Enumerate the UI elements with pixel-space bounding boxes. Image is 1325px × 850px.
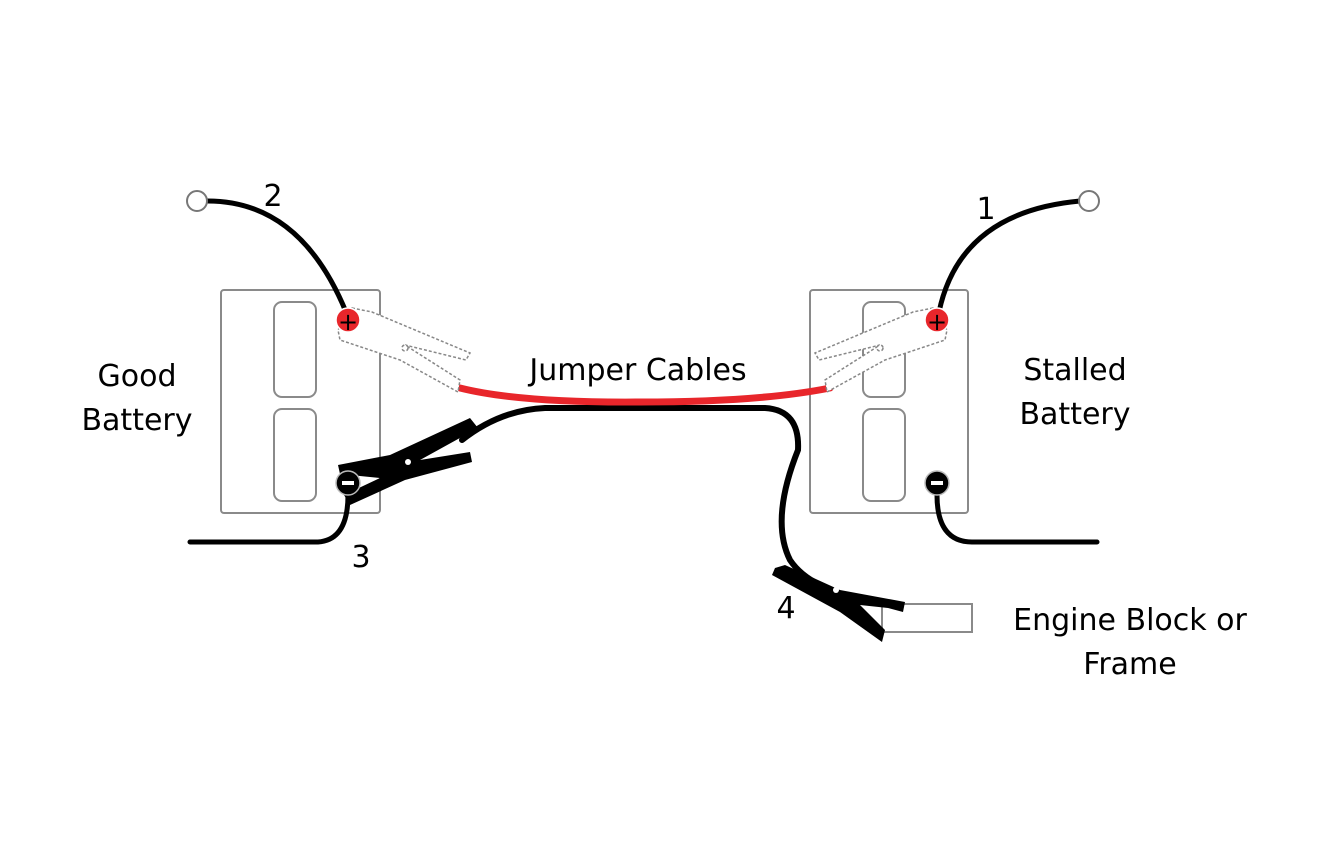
jumper-cables-label: Jumper Cables [527, 353, 746, 388]
engine-block-label-1: Engine Block or [1013, 603, 1247, 638]
good-battery-positive-terminal: + [335, 307, 361, 336]
engine-block [881, 603, 973, 633]
positive-symbol: + [338, 308, 358, 336]
step-2-label: 2 [263, 179, 282, 214]
stalled-battery-negative-terminal [924, 470, 950, 496]
step-1-label: 1 [976, 192, 995, 227]
good-battery-positive-lead [203, 198, 349, 315]
negative-clamp-engine-block [772, 565, 905, 642]
good-battery-label-2: Battery [81, 403, 192, 438]
good-battery-label-1: Good [98, 359, 177, 394]
good-battery-negative-terminal [335, 470, 361, 496]
positive-clamp-stalled-battery [813, 307, 948, 394]
stalled-battery-lead-end [1078, 190, 1100, 212]
stalled-battery-ground-lead [934, 492, 1100, 545]
engine-block-label-2: Frame [1083, 647, 1176, 682]
negative-clamp-good-battery [338, 418, 478, 505]
step-3-label: 3 [351, 540, 370, 575]
good-battery-lead-end [186, 190, 208, 212]
stalled-battery-positive-terminal: + [924, 307, 950, 336]
negative-symbol [931, 481, 943, 485]
positive-clamp-good-battery [337, 307, 472, 394]
stalled-battery-positive-lead [936, 198, 1083, 315]
negative-symbol [342, 481, 354, 485]
positive-symbol: + [927, 308, 947, 336]
negative-jumper-cable [459, 405, 823, 588]
good-battery [220, 289, 381, 514]
stalled-battery-label-1: Stalled [1023, 353, 1126, 388]
step-4-label: 4 [776, 591, 795, 626]
good-battery-ground-lead [187, 492, 351, 545]
positive-jumper-cable [456, 384, 834, 406]
stalled-battery-label-2: Battery [1019, 397, 1130, 432]
